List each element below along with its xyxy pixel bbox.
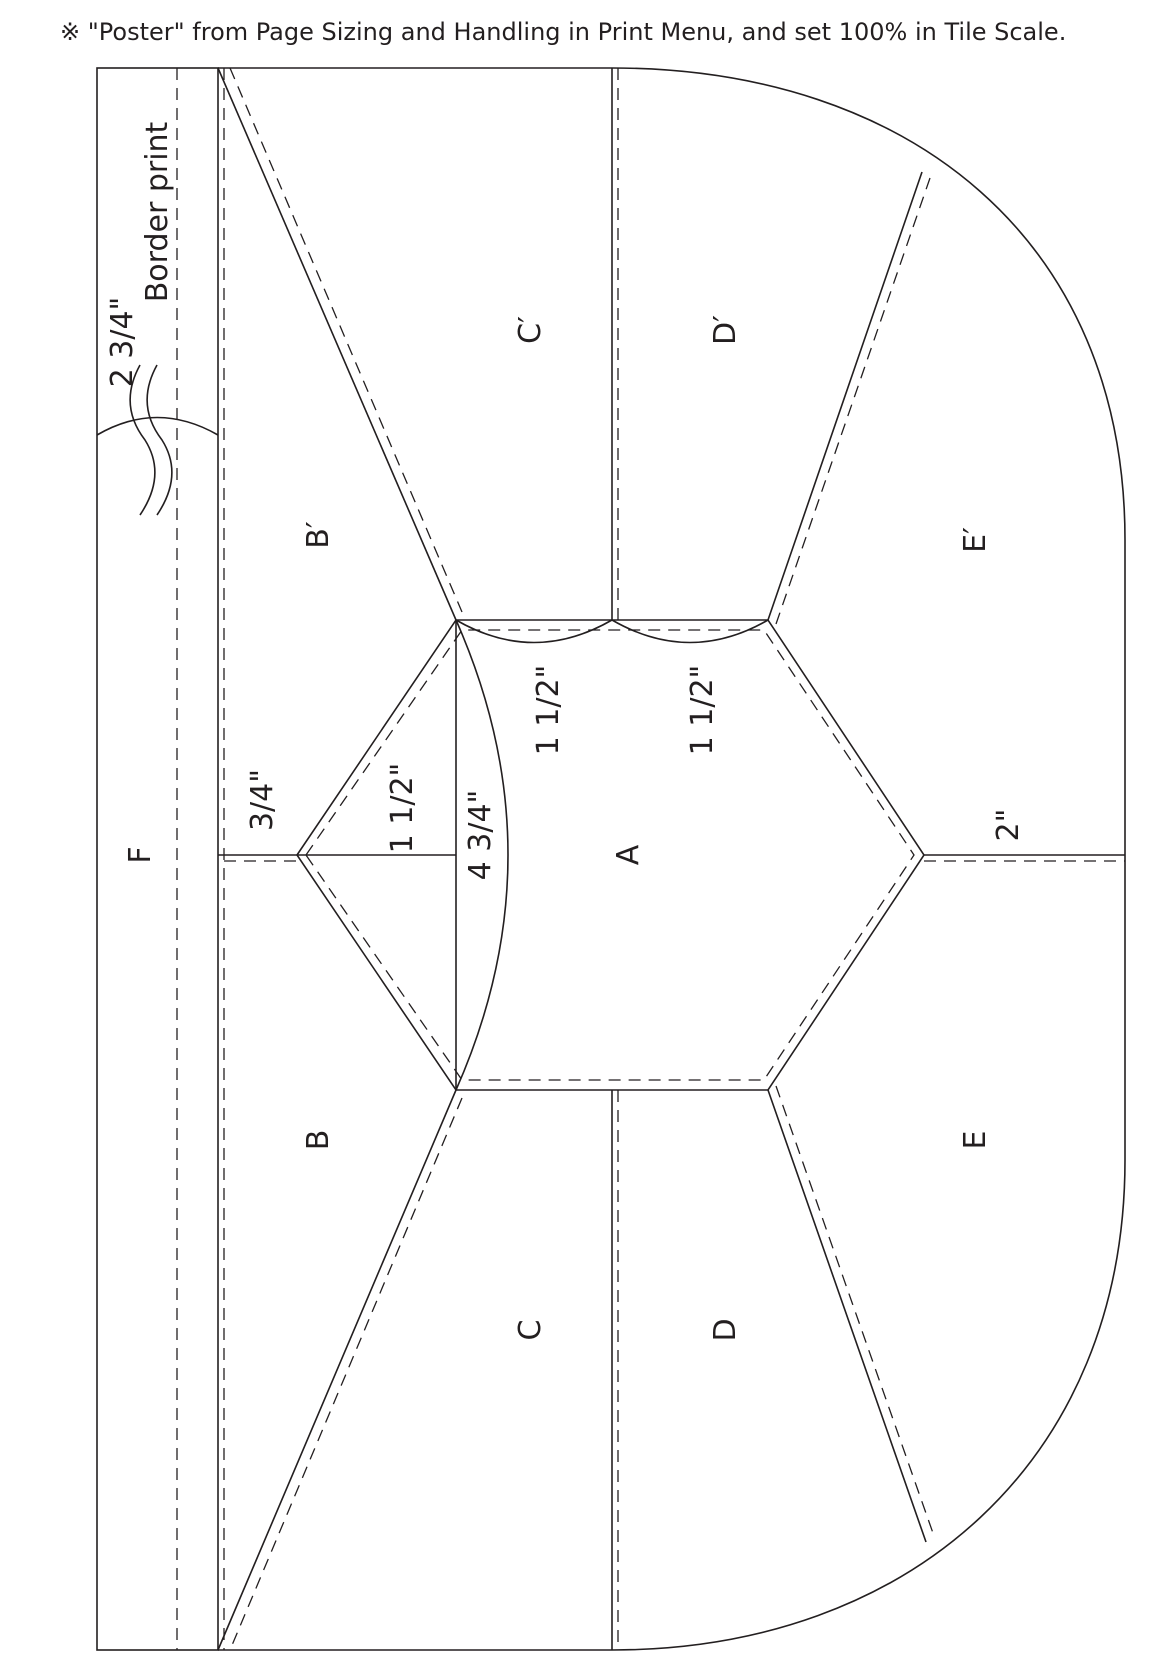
label-d: D [708,1318,743,1341]
labels: F Border print 2 3/4" B B′ C C′ D D′ E E… [105,121,1026,1341]
label-strip-width: 2 3/4" [105,297,140,388]
strip-f [96,67,225,1651]
label-c: C [513,1320,548,1341]
center-hexagon-a [296,619,925,1091]
outer-pieces [217,67,1126,1651]
label-d-prime: D′ [708,315,743,345]
label-c-prime: C′ [513,316,548,344]
label-arc-d: 1 1/2" [685,665,720,756]
label-e: E [958,1131,993,1150]
label-a: A [611,844,646,865]
label-border-print: Border print [140,121,175,302]
label-b-height: 1 1/2" [385,763,420,854]
label-f: F [123,846,158,863]
label-b: B [301,1130,336,1151]
label-hex-width: 4 3/4" [463,790,498,881]
label-b-width: 3/4" [245,769,280,831]
label-arc-c: 1 1/2" [531,665,566,756]
label-e-width: 2" [991,809,1026,842]
label-b-prime: B′ [301,521,336,549]
label-e-prime: E′ [958,527,993,553]
print-instruction: ※ "Poster" from Page Sizing and Handling… [60,18,1067,46]
